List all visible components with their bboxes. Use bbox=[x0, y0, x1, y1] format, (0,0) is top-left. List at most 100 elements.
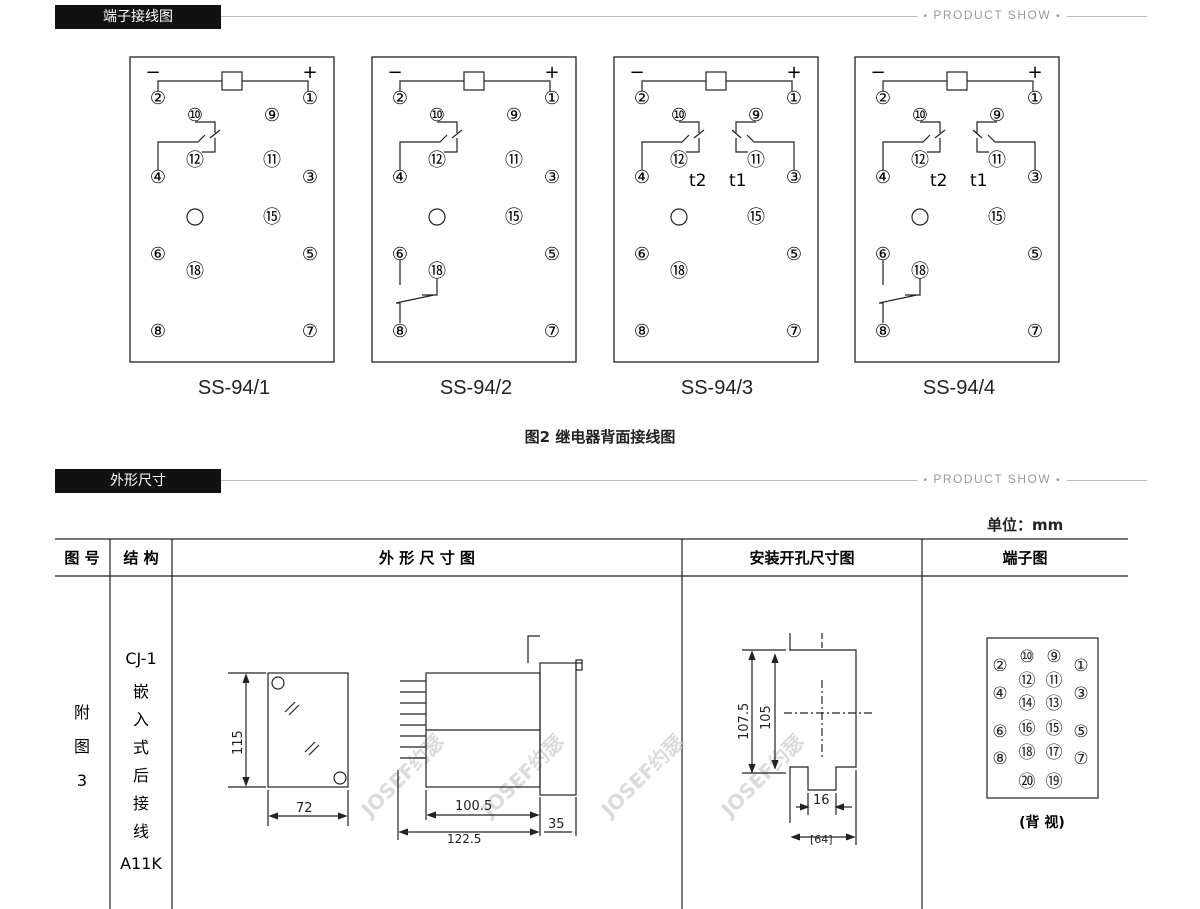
terminal-label: ⑪ bbox=[988, 150, 1006, 171]
terminal-pin: ⑰ bbox=[1046, 743, 1063, 763]
terminal-label: ⑫ bbox=[670, 150, 688, 171]
section-header-wiring: 端子接线图 • PRODUCT SHOW • bbox=[55, 5, 1147, 29]
minus-sign: − bbox=[870, 62, 885, 83]
blank-terminal bbox=[911, 208, 929, 226]
terminal-pin: ⑳ bbox=[1019, 772, 1036, 792]
terminal-pin: ⑥ bbox=[992, 722, 1007, 742]
structure-2: 入 bbox=[133, 710, 149, 729]
terminal-label: ③ bbox=[544, 167, 560, 188]
cutout-w1: 16 bbox=[813, 793, 830, 808]
cutout-h1: 107.5 bbox=[737, 703, 752, 740]
terminal-label: ⑦ bbox=[1027, 321, 1043, 342]
terminal-label: ① bbox=[1027, 88, 1043, 109]
terminal-label: ⑫ bbox=[186, 150, 204, 171]
header-fig-no: 图 号 bbox=[64, 549, 99, 567]
terminal-label: ⑨ bbox=[748, 105, 764, 126]
terminal-label: ⑤ bbox=[302, 244, 318, 265]
cutout-w2: [64] bbox=[810, 833, 833, 846]
model-label-1: SS-94/1 bbox=[197, 377, 271, 399]
minus-sign: − bbox=[387, 62, 402, 83]
figure-caption: 图2 继电器背面接线图 bbox=[524, 428, 676, 446]
blank-terminal bbox=[186, 208, 204, 226]
structure-1: 嵌 bbox=[133, 682, 149, 701]
divider bbox=[221, 16, 1147, 17]
structure-0: CJ-1 bbox=[125, 649, 156, 668]
terminal-pin: ⑨ bbox=[1046, 647, 1061, 667]
side-view bbox=[397, 635, 583, 840]
terminal-label: ⑱ bbox=[428, 261, 446, 282]
model-label-4: SS-94/4 bbox=[922, 377, 996, 399]
section-tagline: • PRODUCT SHOW • bbox=[917, 472, 1067, 486]
model-label-2: SS-94/2 bbox=[439, 377, 513, 399]
front-view bbox=[228, 672, 349, 826]
terminal-label: ⑮ bbox=[747, 207, 765, 228]
terminal-label: ④ bbox=[634, 167, 650, 188]
fig-no-3: 3 bbox=[77, 771, 87, 790]
terminal-pin: ⑮ bbox=[1046, 719, 1063, 739]
terminal-label: ⑩ bbox=[429, 105, 445, 126]
watermark: JOSEF约瑟 bbox=[715, 729, 808, 822]
plus-sign: + bbox=[786, 62, 801, 83]
terminal-label: ④ bbox=[150, 167, 166, 188]
dim-depth: 100.5 bbox=[455, 799, 492, 814]
terminal-pin: ⑫ bbox=[1019, 671, 1036, 691]
terminal-label: ⑩ bbox=[187, 105, 203, 126]
terminal-label: ⑱ bbox=[911, 261, 929, 282]
terminal-label: ② bbox=[875, 88, 891, 109]
fig-no-1: 附 bbox=[74, 703, 90, 722]
structure-3: 式 bbox=[133, 738, 149, 757]
terminal-label: ⑥ bbox=[875, 244, 891, 265]
terminal-label: ⑩ bbox=[912, 105, 928, 126]
header-structure: 结 构 bbox=[123, 549, 158, 567]
terminal-label: ① bbox=[786, 88, 802, 109]
structure-4: 后 bbox=[133, 766, 149, 785]
terminal-label: ② bbox=[634, 88, 650, 109]
terminal-label: ⑤ bbox=[544, 244, 560, 265]
structure-6: 线 bbox=[133, 822, 149, 841]
header-cutout: 安装开孔尺寸图 bbox=[749, 549, 854, 567]
terminal-label: ⑧ bbox=[392, 321, 408, 342]
terminal-label: ⑱ bbox=[670, 261, 688, 282]
terminal-label: ① bbox=[302, 88, 318, 109]
terminal-label: ② bbox=[150, 88, 166, 109]
section-header-dimensions: 外形尺寸 • PRODUCT SHOW • bbox=[55, 469, 1147, 493]
terminal-pin: ⑤ bbox=[1073, 722, 1088, 742]
terminal-label: ⑮ bbox=[263, 207, 281, 228]
fig-no-2: 图 bbox=[74, 737, 90, 756]
terminal-label: ② bbox=[392, 88, 408, 109]
terminal-label: ⑪ bbox=[747, 150, 765, 171]
structure-5: 接 bbox=[133, 794, 149, 813]
terminal-label: ⑨ bbox=[264, 105, 280, 126]
terminal-label: ③ bbox=[1027, 167, 1043, 188]
cutout-h2: 105 bbox=[759, 705, 774, 730]
plus-sign: + bbox=[302, 62, 317, 83]
terminal-label: ⑮ bbox=[505, 207, 523, 228]
terminal-label: ⑨ bbox=[989, 105, 1005, 126]
terminal-label: ① bbox=[544, 88, 560, 109]
terminal-pin: ⑯ bbox=[1019, 719, 1036, 739]
section-title: 外形尺寸 bbox=[55, 469, 221, 493]
dim-width: 72 bbox=[296, 801, 313, 816]
terminal-label: ⑤ bbox=[1027, 244, 1043, 265]
back-view-label: (背 视) bbox=[1019, 814, 1065, 831]
blank-terminal bbox=[670, 208, 688, 226]
terminal-pin: ③ bbox=[1073, 684, 1088, 704]
terminal-label: ⑨ bbox=[506, 105, 522, 126]
section-title: 端子接线图 bbox=[55, 5, 221, 29]
terminal-pin: ⑧ bbox=[992, 749, 1007, 769]
terminal-label: ⑧ bbox=[634, 321, 650, 342]
model-label-3: SS-94/3 bbox=[680, 377, 754, 399]
terminal-pin: ④ bbox=[992, 684, 1007, 704]
terminal-label: ⑦ bbox=[786, 321, 802, 342]
terminal-label: ⑥ bbox=[634, 244, 650, 265]
terminal-label: ⑥ bbox=[150, 244, 166, 265]
terminal-label: ③ bbox=[302, 167, 318, 188]
watermark: JOSEF约瑟 bbox=[595, 729, 688, 822]
terminal-label: ⑧ bbox=[150, 321, 166, 342]
